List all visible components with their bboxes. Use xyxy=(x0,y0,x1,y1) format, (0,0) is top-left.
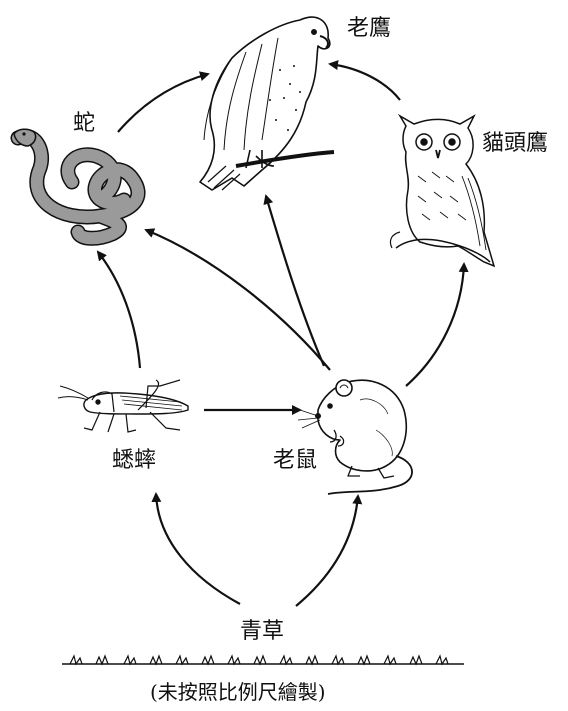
label-eagle: 老鷹 xyxy=(347,16,392,41)
arrow-grass-to-mouse xyxy=(295,494,363,607)
arrow-mouse-to-snake xyxy=(144,228,331,371)
snake-illustration xyxy=(10,128,146,246)
mouse-illustration xyxy=(297,379,413,495)
label-mouse: 老鼠 xyxy=(273,448,318,473)
arrow-snake-to-eagle xyxy=(117,71,210,133)
arrow-mouse-to-owl xyxy=(405,262,469,387)
label-cricket: 蟋蟀 xyxy=(112,448,157,473)
arrow-cricket-to-snake xyxy=(96,250,142,369)
arrow-owl-to-eagle xyxy=(328,60,401,101)
scale-note: (未按照比例尺繪製) xyxy=(150,680,326,704)
owl-illustration xyxy=(389,113,496,268)
label-snake: 蛇 xyxy=(73,111,96,136)
label-grass: 青草 xyxy=(240,619,285,644)
cricket-illustration xyxy=(57,379,189,433)
grass-illustration xyxy=(62,654,464,666)
arrow-mouse-to-eagle xyxy=(263,194,326,367)
arrow-grass-to-cricket xyxy=(151,492,241,605)
label-owl: 貓頭鷹 xyxy=(482,131,549,156)
eagle-illustration xyxy=(199,16,335,191)
